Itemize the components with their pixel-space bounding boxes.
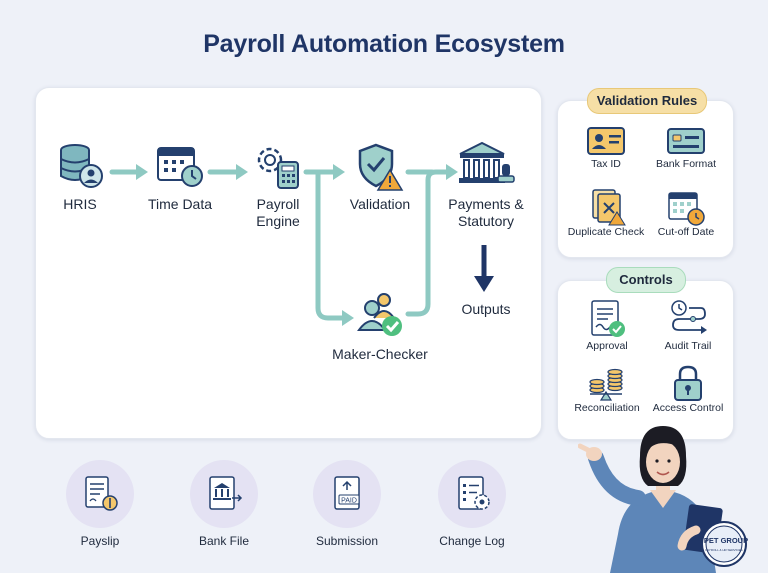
duplicate-check-label: Duplicate Check xyxy=(567,226,645,238)
rule-bank-format: Bank Format xyxy=(650,122,722,171)
node-payroll-engine: Payroll Engine xyxy=(246,142,310,230)
users-check-icon xyxy=(357,293,402,336)
face xyxy=(646,441,680,483)
payments-label-1: Payments & xyxy=(448,196,524,212)
shield-warning-icon xyxy=(358,143,404,191)
change-log-label: Change Log xyxy=(439,534,505,548)
bank-card-icon xyxy=(667,128,705,154)
output-change-log: Change Log xyxy=(432,460,512,548)
access-control-label: Access Control xyxy=(652,402,724,414)
bank-format-label: Bank Format xyxy=(655,158,717,170)
node-validation: Validation xyxy=(340,142,420,213)
payments-label-2: Statutory xyxy=(457,213,515,229)
payroll-engine-label-1: Payroll xyxy=(256,196,300,212)
control-audit-trail: Audit Trail xyxy=(654,298,722,353)
signed-document-check-icon xyxy=(591,300,625,337)
arrow-engine-maker xyxy=(315,169,345,321)
rule-duplicate-check: Duplicate Check xyxy=(562,188,650,239)
down-arrow-outputs xyxy=(474,245,494,292)
time-data-label: Time Data xyxy=(147,196,213,212)
node-maker-checker: Maker-Checker xyxy=(320,288,440,363)
bank-file-label: Bank File xyxy=(198,534,250,548)
submission-label: Submission xyxy=(315,534,379,548)
audit-trail-label: Audit Trail xyxy=(664,340,712,352)
gear-calculator-icon xyxy=(257,147,299,189)
paid-stamp-text: PAID xyxy=(341,498,357,505)
database-user-icon xyxy=(60,144,103,188)
coins-scale-icon xyxy=(589,368,623,401)
validation-label: Validation xyxy=(349,196,411,212)
output-submission: PAID Submission xyxy=(306,460,388,548)
tax-id-label: Tax ID xyxy=(591,158,621,170)
cutoff-date-label: Cut-off Date xyxy=(657,226,715,238)
calendar-clock-icon xyxy=(157,147,203,187)
id-card-icon xyxy=(587,127,625,155)
control-access-control: Access Control xyxy=(648,364,728,415)
node-payments-statutory: Payments & Statutory xyxy=(438,140,534,230)
flow-panel xyxy=(35,87,542,439)
payslip-label: Payslip xyxy=(80,534,120,548)
bank-file-icon xyxy=(209,476,243,510)
output-bank-file: Bank File xyxy=(186,460,262,548)
validation-rules-title: Validation Rules xyxy=(587,88,707,114)
control-reconciliation: Reconciliation xyxy=(566,364,648,415)
node-time-data: Time Data xyxy=(140,142,220,213)
audit-trail-icon xyxy=(671,300,707,334)
logo-line-2: PAYROLL & HR SERVICES xyxy=(705,548,742,552)
rule-cutoff-date: Cut-off Date xyxy=(650,188,722,239)
approval-label: Approval xyxy=(586,340,628,352)
validation-rules-panel xyxy=(557,100,734,258)
presenter-illustration: PET GROUP PAYROLL & HR SERVICES xyxy=(578,426,748,573)
controls-title: Controls xyxy=(606,267,686,293)
reconciliation-label: Reconciliation xyxy=(574,402,640,414)
lock-icon xyxy=(674,365,702,401)
bank-stamp-icon xyxy=(459,141,515,183)
outputs-label: Outputs xyxy=(461,301,511,317)
calendar-clock-icon xyxy=(668,192,705,226)
page-title: Payroll Automation Ecosystem xyxy=(203,30,565,58)
control-approval: Approval xyxy=(576,298,638,353)
logo-line-1: PET GROUP xyxy=(704,536,748,545)
duplicate-docs-warning-icon xyxy=(592,189,626,226)
submission-paid-icon: PAID xyxy=(334,476,360,510)
payslip-icon xyxy=(85,476,118,511)
output-payslip: Payslip xyxy=(62,460,138,548)
rule-tax-id: Tax ID xyxy=(578,122,634,171)
hris-label: HRIS xyxy=(63,196,97,212)
change-log-icon xyxy=(458,476,490,510)
payroll-engine-label-2: Engine xyxy=(256,213,300,229)
node-hris: HRIS xyxy=(50,142,110,213)
maker-checker-label: Maker-Checker xyxy=(332,346,428,362)
